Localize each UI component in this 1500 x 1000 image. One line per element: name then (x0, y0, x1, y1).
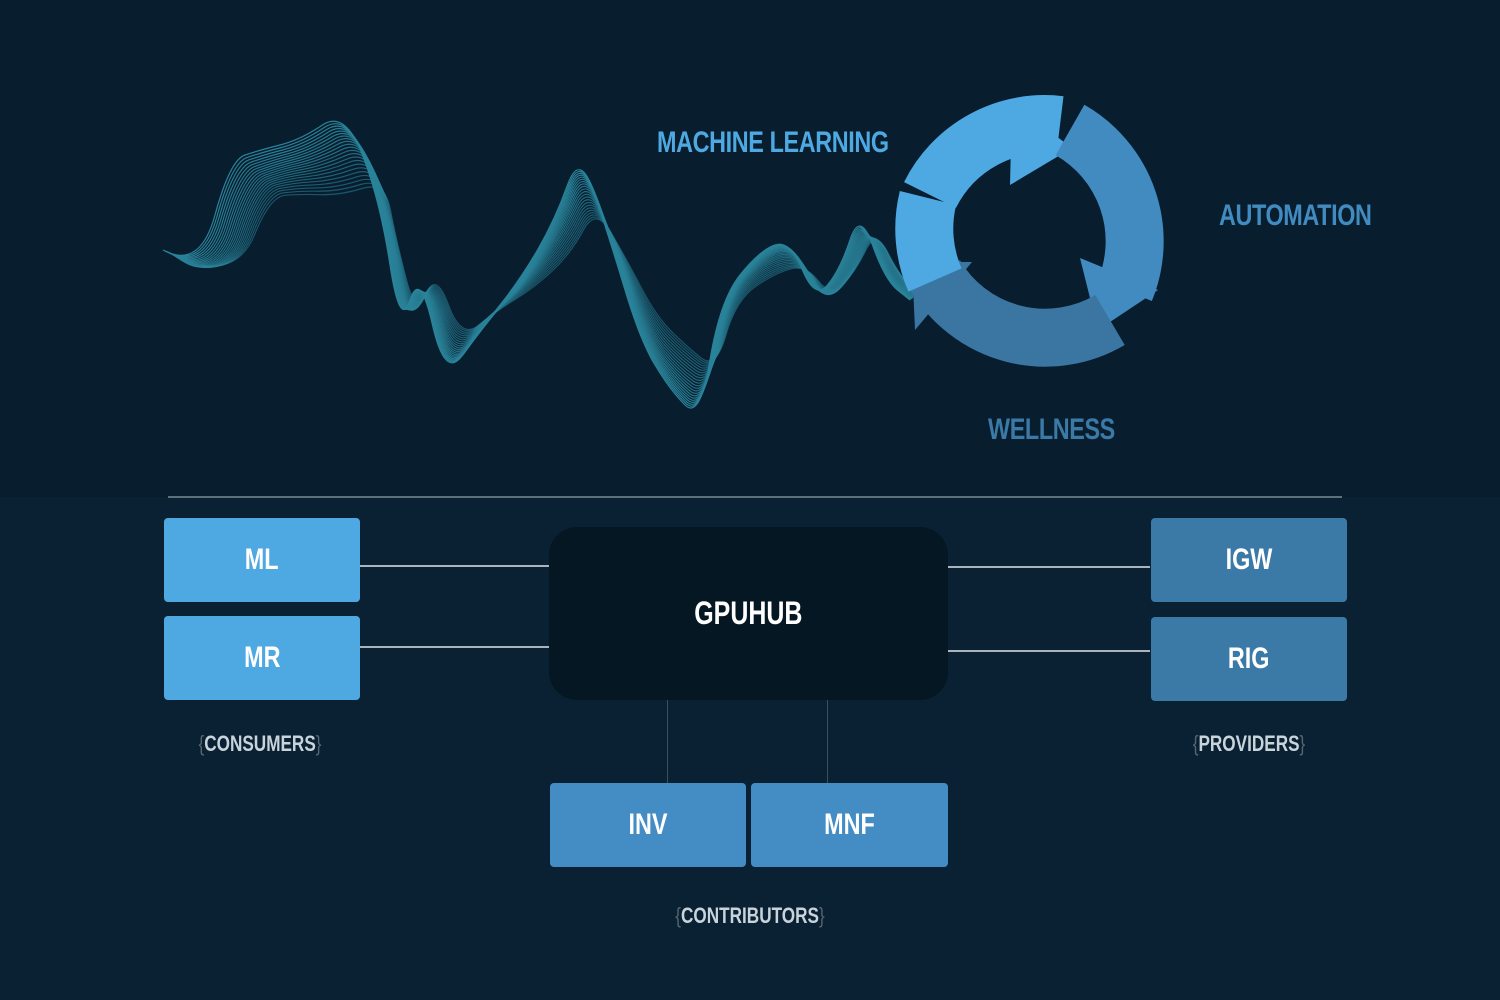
consumers-group-label: {CONSUMERS} (182, 731, 338, 757)
section-divider (168, 496, 1342, 498)
gpuhub-label: GPUHUB (694, 595, 803, 631)
providers-group-label: {PROVIDERS} (1171, 731, 1327, 757)
contributors-group-label: {CONTRIBUTORS} (633, 903, 867, 929)
consumer-box-mr[interactable]: MR (164, 616, 360, 700)
machine-learning-label: MACHINE LEARNING (657, 126, 889, 159)
wave-contour (179, 143, 918, 389)
top-panel (0, 0, 1500, 497)
gpuhub-box[interactable]: GPUHUB (549, 527, 948, 700)
waveform-graphic (162, 95, 1164, 409)
wave-contour (195, 171, 924, 369)
consumer-box-label: ML (245, 543, 279, 576)
brace-open: { (675, 903, 682, 928)
contributor-box-label: MNF (824, 808, 875, 841)
providers-label-text: PROVIDERS (1198, 731, 1300, 756)
contributor-box-mnf[interactable]: MNF (751, 783, 948, 867)
refresh-cycle-icon (895, 95, 1164, 367)
brace-open: { (198, 731, 205, 756)
consumer-box-ml[interactable]: ML (164, 518, 360, 602)
wave-contour (200, 182, 926, 364)
brace-open: { (1192, 731, 1199, 756)
automation-label: AUTOMATION (1219, 199, 1372, 232)
wave-contour (202, 186, 927, 362)
provider-box-rig[interactable]: RIG (1151, 617, 1347, 701)
brace-close: } (1299, 731, 1306, 756)
provider-box-label: RIG (1228, 642, 1270, 675)
brace-close: } (315, 731, 322, 756)
brace-close: } (818, 903, 825, 928)
connector-hub-rig (948, 650, 1150, 652)
wave-contour (191, 163, 922, 374)
provider-box-igw[interactable]: IGW (1151, 518, 1347, 602)
consumers-label-text: CONSUMERS (204, 731, 316, 756)
connector-ml-hub (360, 565, 549, 567)
connector-hub-igw (948, 566, 1150, 568)
wellness-label: WELLNESS (988, 413, 1115, 446)
connector-mr-hub (360, 646, 549, 648)
provider-box-label: IGW (1225, 543, 1273, 576)
wave-contour (185, 153, 920, 381)
contributor-box-label: INV (628, 808, 668, 841)
consumer-box-label: MR (243, 641, 281, 674)
contributor-box-inv[interactable]: INV (550, 783, 746, 867)
contributors-label-text: CONTRIBUTORS (681, 903, 819, 928)
wave-lines (162, 120, 927, 409)
connector-hub-mnf (827, 700, 828, 783)
connector-hub-inv (667, 700, 668, 783)
wave-contour (193, 167, 923, 371)
